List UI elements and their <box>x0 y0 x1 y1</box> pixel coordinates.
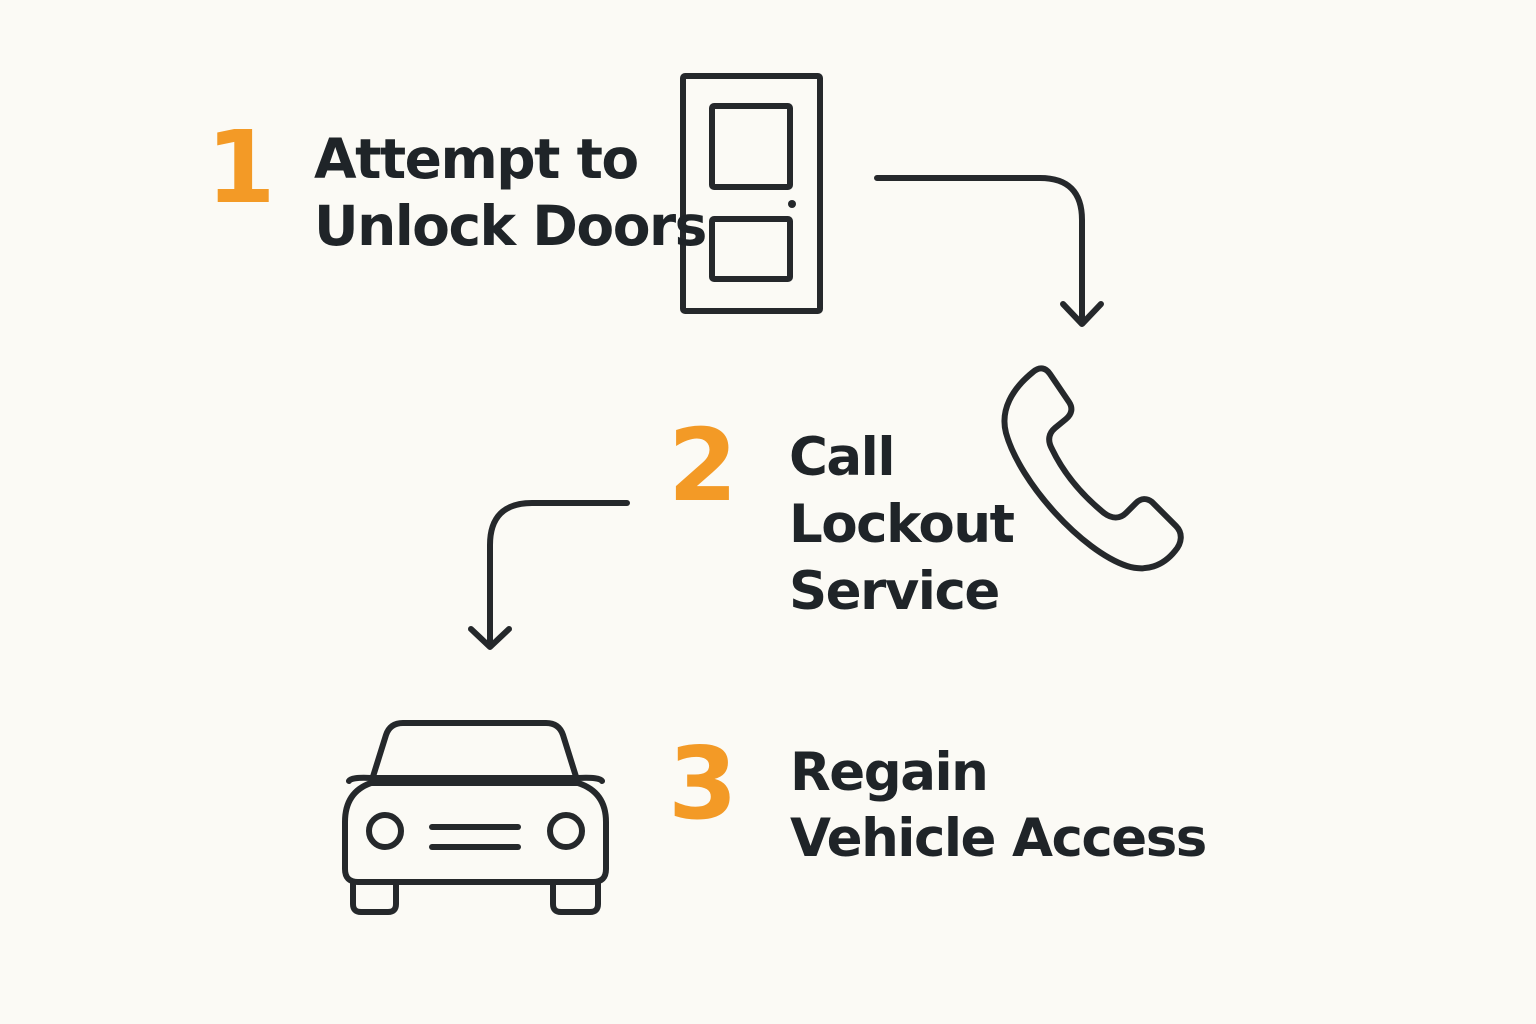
step-2-number: 2 <box>668 407 738 524</box>
car-icon <box>342 720 609 915</box>
step-2-label: Call Lockout Service <box>789 424 1015 625</box>
arrow-step2-to-car <box>468 500 630 650</box>
step-1-label-line-2: Unlock Doors <box>314 194 707 258</box>
step-1-number: 1 <box>206 109 276 226</box>
step-3-label: Regain Vehicle Access <box>790 740 1207 872</box>
step-2-label-line-1: Call <box>789 427 896 488</box>
phone-icon <box>1001 365 1184 572</box>
step-3-label-line-1: Regain <box>790 742 989 803</box>
door-icon <box>680 73 823 314</box>
step-2-label-line-3: Service <box>789 561 1000 622</box>
step-1-label-line-1: Attempt to <box>314 127 639 191</box>
arrow-door-to-phone <box>874 175 1104 327</box>
step-3-label-line-2: Vehicle Access <box>790 808 1207 869</box>
step-2-label-line-2: Lockout <box>789 494 1015 555</box>
step-1-label: Attempt to Unlock Doors <box>314 126 707 260</box>
step-3-number: 3 <box>668 725 738 842</box>
